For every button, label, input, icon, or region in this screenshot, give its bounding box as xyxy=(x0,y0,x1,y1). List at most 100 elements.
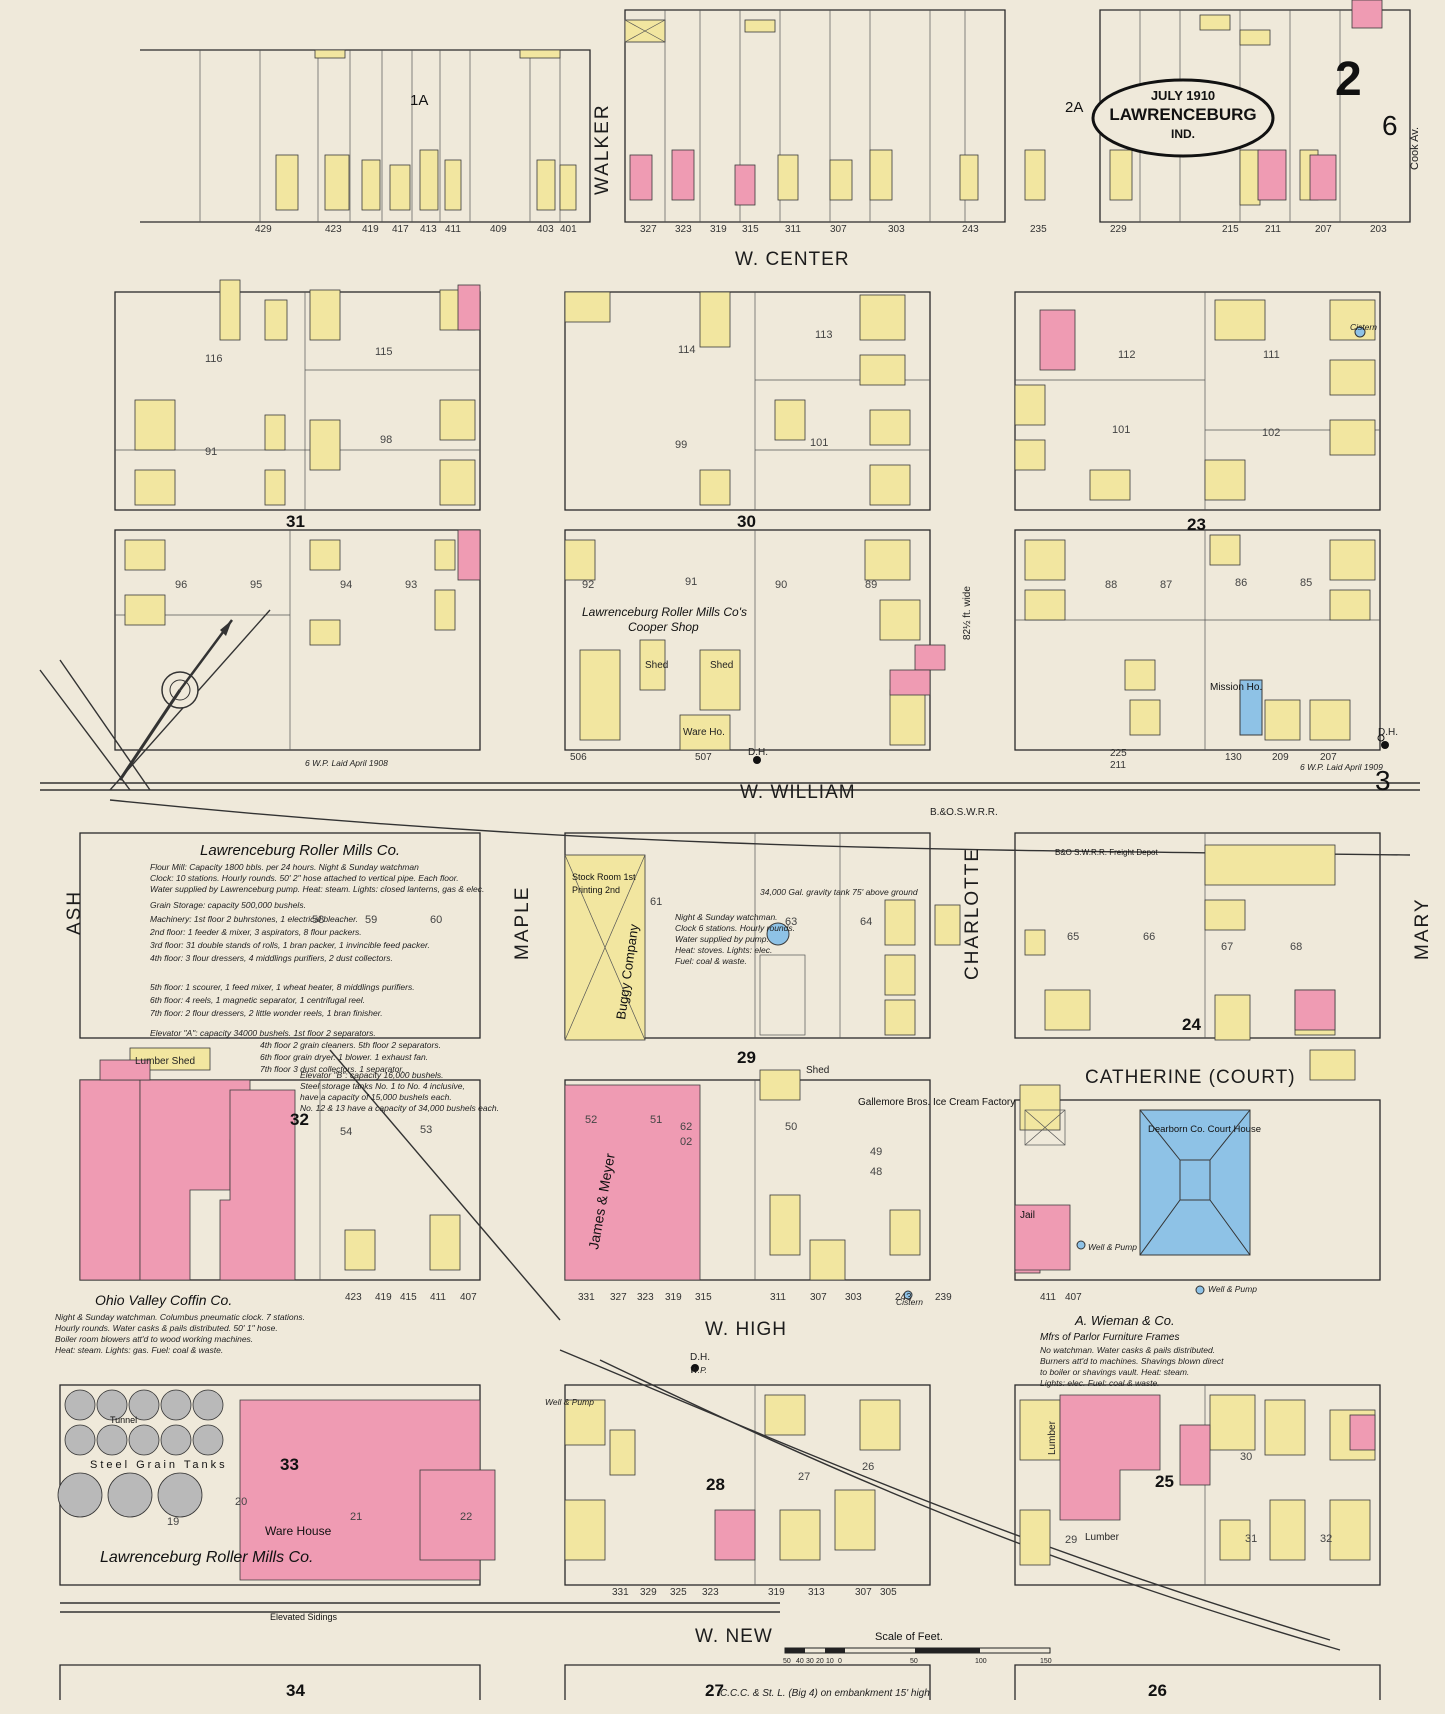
svg-text:411: 411 xyxy=(445,224,461,235)
svg-text:19: 19 xyxy=(167,1516,179,1528)
svg-text:325: 325 xyxy=(670,1587,687,1598)
svg-text:506: 506 xyxy=(570,752,587,763)
svg-text:401: 401 xyxy=(560,224,577,235)
svg-text:D.H.: D.H. xyxy=(748,747,768,758)
block-30-south xyxy=(564,529,931,751)
svg-text:307: 307 xyxy=(855,1587,872,1598)
svg-text:29: 29 xyxy=(1065,1534,1077,1546)
svg-text:48: 48 xyxy=(870,1166,882,1178)
diagonal-spur-2 xyxy=(329,1049,561,1321)
svg-text:Shed: Shed xyxy=(806,1065,829,1076)
svg-text:4th floor 2 grain cleaners. 5t: 4th floor 2 grain cleaners. 5th floor 2 … xyxy=(260,1040,441,1050)
center-width-label: 82½ ft. wide xyxy=(962,586,973,640)
svg-text:Lights: elec. Fuel: coal & was: Lights: elec. Fuel: coal & waste. xyxy=(1040,1378,1160,1388)
tunnel-label: Tunnel xyxy=(110,1415,137,1425)
svg-text:W.P.: W.P. xyxy=(690,1365,707,1375)
svg-text:315: 315 xyxy=(742,224,759,235)
street-charlotte: CHARLOTTE xyxy=(962,847,983,980)
svg-text:Lumber: Lumber xyxy=(1085,1532,1120,1543)
street-w-william: W. WILLIAM xyxy=(740,782,856,803)
svg-text:D.H.: D.H. xyxy=(690,1352,710,1363)
block-number: 33 xyxy=(280,1455,299,1474)
svg-text:92: 92 xyxy=(582,579,594,591)
water-tank xyxy=(766,922,790,946)
svg-text:429: 429 xyxy=(255,224,272,235)
svg-text:Clock 6 stations. Hourly round: Clock 6 stations. Hourly rounds. xyxy=(675,923,795,933)
svg-text:Elevator "B": capacity 16,000: Elevator "B": capacity 16,000 bushels. xyxy=(300,1070,444,1080)
street-w-center: W. CENTER xyxy=(735,249,850,270)
wieman-label: A. Wieman & Co. xyxy=(1074,1313,1175,1328)
svg-text:96: 96 xyxy=(175,579,187,591)
svg-text:100: 100 xyxy=(975,1658,987,1665)
wieman-notes: No watchman. Water casks & pails distrib… xyxy=(1040,1345,1224,1388)
svg-text:Night & Sunday watchman.: Night & Sunday watchman. xyxy=(675,912,778,922)
block-court xyxy=(1014,1099,1381,1281)
stone-buildings xyxy=(766,679,1263,1256)
svg-text:211: 211 xyxy=(1265,224,1281,235)
svg-text:327: 327 xyxy=(640,224,657,235)
street-cook-av: Cook Av. xyxy=(1409,127,1421,170)
fire-notes: D.H. D.H. D.H. W.P. Well & Pump Well & P… xyxy=(545,322,1398,1407)
svg-text:411: 411 xyxy=(1040,1292,1056,1303)
roller-mills-main xyxy=(79,1079,141,1281)
block-number: 31 xyxy=(286,512,305,531)
svg-text:327: 327 xyxy=(610,1292,627,1303)
block-number: 26 xyxy=(1148,1681,1167,1700)
svg-text:Lumber: Lumber xyxy=(1047,1420,1058,1455)
big4-label: C.C.C. & St. L. (Big 4) on embankment 15… xyxy=(720,1688,930,1699)
lot-numbers: 116 115 91 98 96 95 94 93 114 113 99 101… xyxy=(167,329,1332,1546)
svg-text:207: 207 xyxy=(1320,752,1337,763)
coffin-label: Ohio Valley Coffin Co. xyxy=(95,1292,232,1308)
svg-text:50: 50 xyxy=(785,1121,797,1133)
stock-room-label: Stock Room 1st xyxy=(572,872,636,882)
svg-text:211: 211 xyxy=(1110,760,1126,771)
ice-cream-label: Gallemore Bros. Ice Cream Factory xyxy=(858,1097,1015,1108)
svg-text:63: 63 xyxy=(785,916,797,928)
svg-text:Grain Storage: capacity 500,00: Grain Storage: capacity 500,000 bushels. xyxy=(150,900,306,910)
svg-text:307: 307 xyxy=(810,1292,827,1303)
svg-text:Night & Sunday watchman. Colum: Night & Sunday watchman. Columbus pneuma… xyxy=(55,1312,305,1322)
svg-text:02: 02 xyxy=(680,1136,692,1148)
block-26 xyxy=(1014,1664,1381,1700)
elevator-b-notes: Elevator "B": capacity 16,000 bushels. S… xyxy=(300,1070,499,1113)
svg-text:49: 49 xyxy=(870,1146,882,1158)
jail-building xyxy=(1014,1204,1071,1271)
freight-depot-label: B&O S.W.R.R. Freight Depot xyxy=(1055,848,1158,857)
svg-text:319: 319 xyxy=(768,1587,785,1598)
block-28 xyxy=(564,1384,931,1586)
big4-curve-2 xyxy=(599,1359,1341,1651)
svg-text:20: 20 xyxy=(235,1496,247,1508)
laid-1908-label: 6 W.P. Laid April 1908 xyxy=(305,758,388,768)
block-walker-east xyxy=(624,9,1006,223)
block-30 xyxy=(564,291,931,511)
svg-text:407: 407 xyxy=(1065,1292,1082,1303)
street-w-new: W. NEW xyxy=(695,1626,773,1647)
jail-label: Jail xyxy=(1020,1210,1035,1221)
block-23-south xyxy=(1014,529,1381,751)
street-catherine: CATHERINE (COURT) xyxy=(1085,1067,1296,1088)
misc-labels: Lumber Shed Ware Ho. Shed Shed Shed Lumb… xyxy=(135,660,1120,1543)
svg-text:3rd floor: 31 double stands of: 3rd floor: 31 double stands of rolls, 1 … xyxy=(150,940,430,950)
svg-text:Steel storage tanks No. 1 to N: Steel storage tanks No. 1 to No. 4 inclu… xyxy=(300,1081,465,1091)
svg-text:Shed: Shed xyxy=(710,660,733,671)
block-31 xyxy=(114,291,481,511)
coffin-notes: Night & Sunday watchman. Columbus pneuma… xyxy=(55,1312,305,1355)
svg-text:No. 12 & 13 have a capacity of: No. 12 & 13 have a capacity of 34,000 bu… xyxy=(300,1103,499,1113)
svg-text:Burners att'd to machines. Sha: Burners att'd to machines. Shavings blow… xyxy=(1040,1356,1224,1366)
svg-text:419: 419 xyxy=(375,1292,392,1303)
svg-text:102: 102 xyxy=(1262,427,1280,439)
svg-text:209: 209 xyxy=(1272,752,1289,763)
svg-text:40: 40 xyxy=(796,1658,804,1665)
svg-text:50: 50 xyxy=(910,1658,918,1665)
svg-text:Water supplied by Lawrenceburg: Water supplied by Lawrenceburg pump. Hea… xyxy=(150,884,484,894)
block-24 xyxy=(1014,832,1381,1039)
svg-text:86: 86 xyxy=(1235,577,1247,589)
svg-text:Heat: stoves. Lights: elec.: Heat: stoves. Lights: elec. xyxy=(675,945,772,955)
svg-text:Well & Pump: Well & Pump xyxy=(1208,1284,1257,1294)
svg-text:Machinery: 1st floor 2 buhrsto: Machinery: 1st floor 2 buhrstones, 1 ele… xyxy=(150,914,358,924)
court-house-label: Dearborn Co. Court House xyxy=(1148,1124,1261,1135)
block-number: 34 xyxy=(286,1681,305,1700)
svg-text:30: 30 xyxy=(1240,1451,1252,1463)
mission-house xyxy=(1239,679,1263,736)
